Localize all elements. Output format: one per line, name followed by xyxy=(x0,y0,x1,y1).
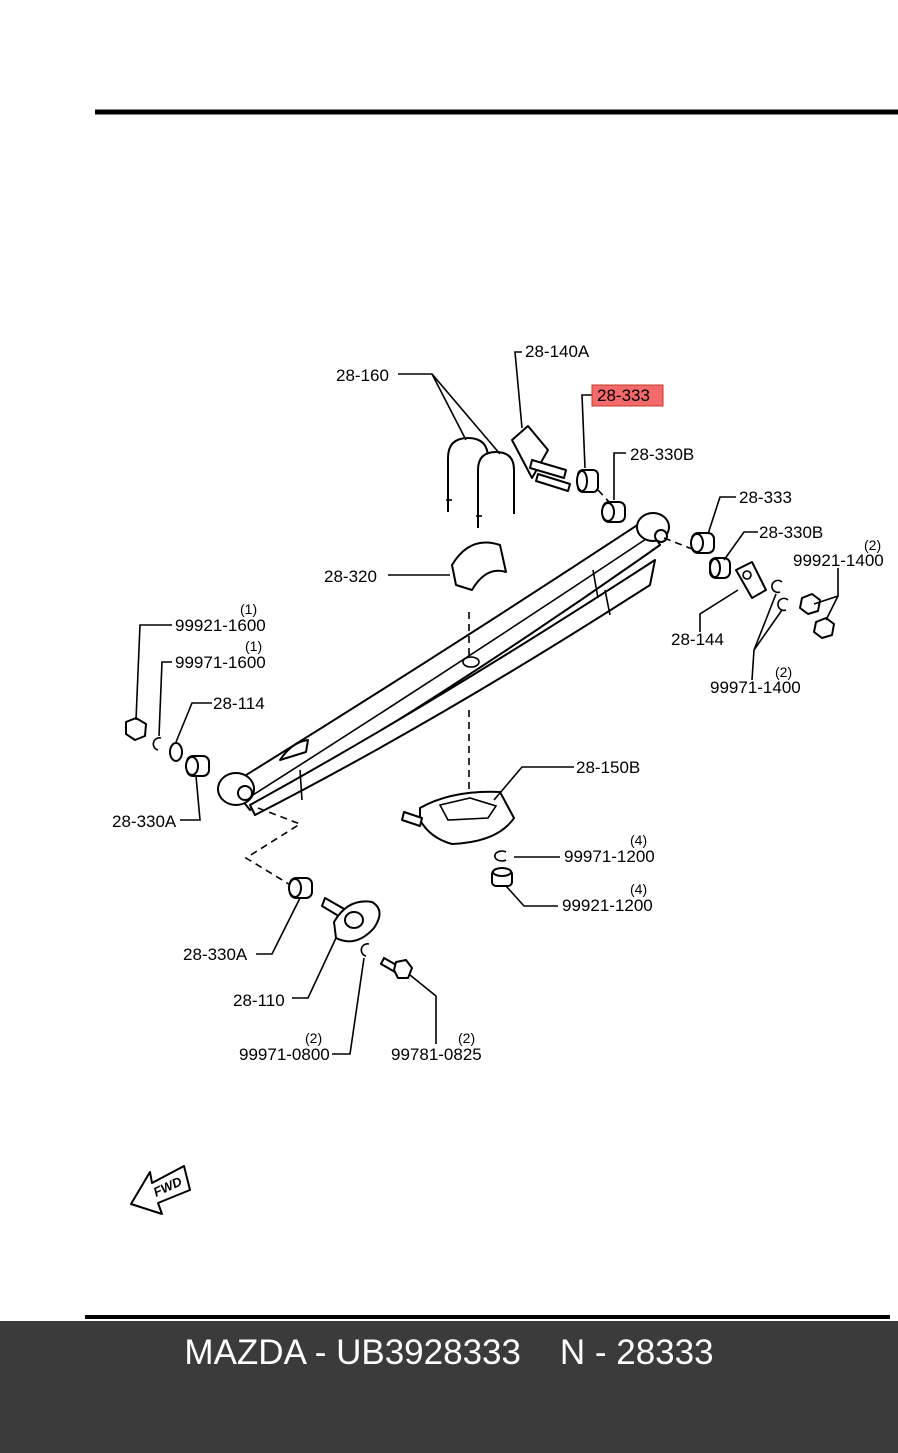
rear-bushes xyxy=(690,532,731,579)
callout-28-110: 28-110 xyxy=(233,991,285,1010)
callout-99921-1200-qty: (4) xyxy=(630,881,647,897)
front-eye-line xyxy=(244,807,302,887)
u-bolts xyxy=(446,437,515,528)
callout-99921-1400-qty: (2) xyxy=(864,537,881,553)
callout-99971-1600-qty: (1) xyxy=(245,638,262,654)
callout-99781-0825-qty: (2) xyxy=(458,1030,475,1046)
lock-washer-rear-2 xyxy=(777,597,789,612)
shackle-plate xyxy=(511,425,571,492)
callout-99971-1200-qty: (4) xyxy=(630,832,647,848)
lock-washer-rear-1 xyxy=(771,579,783,594)
nut-rear-1 xyxy=(799,593,821,615)
callout-99921-1400: 99921-1400 xyxy=(793,551,884,570)
callout-99921-1600: 99921-1600 xyxy=(175,616,266,635)
hanger-pin-28-110 xyxy=(321,897,381,943)
callout-99781-0825: 99781-0825 xyxy=(391,1045,482,1064)
callout-99971-1600: 99971-1600 xyxy=(175,653,266,672)
nut-1200 xyxy=(491,867,513,887)
leaf-spring xyxy=(217,512,670,816)
callout-99971-0800: 99971-0800 xyxy=(239,1045,330,1064)
bush-28-330a-front xyxy=(185,755,210,777)
leader-lines xyxy=(135,351,839,1055)
callout-28-333-right: 28-333 xyxy=(739,488,792,507)
callout-28-114: 28-114 xyxy=(213,694,265,713)
bush-28-330a-lower xyxy=(288,877,313,899)
bush-28-330b-top xyxy=(601,501,626,523)
callout-99921-1600-qty: (1) xyxy=(240,601,257,617)
spacer-pad xyxy=(451,541,507,591)
spring-seat xyxy=(401,790,515,845)
bush-28-333-top xyxy=(576,469,599,493)
callout-28-330b-top: 28-330B xyxy=(630,445,694,464)
callout-28-333-highlight-box xyxy=(591,384,664,407)
fwd-arrow-icon: FWD xyxy=(130,1165,191,1215)
callout-28-320: 28-320 xyxy=(324,567,377,586)
lock-washer-1200 xyxy=(494,850,507,862)
callout-28-333-highlighted: 28-333 xyxy=(597,386,650,405)
callout-28-140a: 28-140A xyxy=(525,342,590,361)
washer-28-114 xyxy=(169,742,183,762)
callout-28-150b: 28-150B xyxy=(576,758,640,777)
lock-washer-0800 xyxy=(360,943,370,957)
bolt-99781-0825 xyxy=(380,957,413,979)
callout-99971-1400: 99971-1400 xyxy=(710,678,801,697)
nut-rear-2 xyxy=(813,617,835,639)
callout-99971-1400-qty: (2) xyxy=(775,664,792,680)
footer-part-number: MAZDA - UB3928333 N - 28333 xyxy=(184,1333,714,1372)
callout-28-160: 28-160 xyxy=(336,366,389,385)
callout-99971-1200: 99971-1200 xyxy=(564,847,655,866)
callout-99971-0800-qty: (2) xyxy=(305,1030,322,1046)
callout-28-144: 28-144 xyxy=(671,630,724,649)
rear-eye-line xyxy=(663,537,701,553)
nut-front xyxy=(125,717,147,741)
callout-28-330b-right: 28-330B xyxy=(759,523,823,542)
shackle-bracket-28-144 xyxy=(735,561,767,599)
lock-washer-front xyxy=(152,737,162,751)
footer-bar xyxy=(0,1321,898,1453)
rear-bush-line xyxy=(597,489,611,504)
callout-28-330a-bottom: 28-330A xyxy=(183,945,248,964)
callout-28-330a-left: 28-330A xyxy=(112,812,177,831)
callout-99921-1200: 99921-1200 xyxy=(562,896,653,915)
